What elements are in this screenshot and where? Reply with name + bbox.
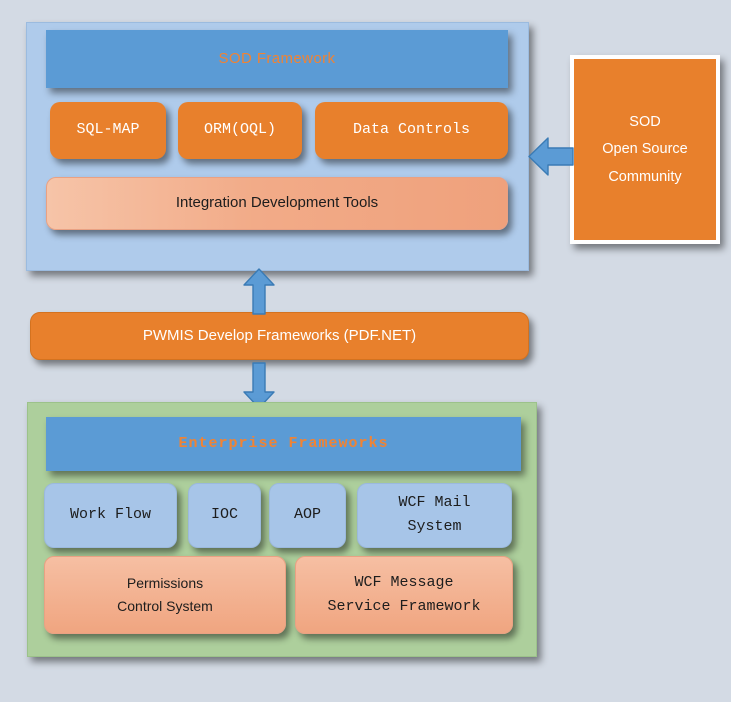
- service-wcf-message-line-2: Service Framework: [327, 597, 481, 615]
- module-ioc-label: IOC: [210, 506, 238, 524]
- community-line-1: SOD: [629, 114, 661, 131]
- arrow-down-icon: [243, 362, 275, 409]
- module-aop[interactable]: AOP: [269, 483, 346, 548]
- service-permissions-control-system[interactable]: Permissions Control System: [44, 556, 286, 634]
- sod-open-source-community[interactable]: SOD Open Source Community: [570, 55, 720, 244]
- pwmis-label: PWMIS Develop Frameworks (PDF.NET): [142, 326, 417, 344]
- arrow-up-icon: [243, 268, 275, 315]
- module-orm-oql[interactable]: ORM(OQL): [178, 102, 302, 159]
- module-wcf-mail-line-2: System: [407, 518, 462, 535]
- module-aop-label: AOP: [293, 506, 321, 524]
- module-data-controls-label: Data Controls: [352, 121, 471, 139]
- arrow-left-icon: [528, 133, 574, 180]
- service-permissions-line-1: Permissions: [126, 575, 204, 591]
- integration-development-tools[interactable]: Integration Development Tools: [46, 177, 508, 230]
- service-wcf-message-framework[interactable]: WCF Message Service Framework: [295, 556, 513, 634]
- sod-framework-header[interactable]: SOD Framework: [46, 30, 508, 88]
- module-data-controls[interactable]: Data Controls: [315, 102, 508, 159]
- service-wcf-message-line-1: WCF Message: [354, 573, 454, 591]
- module-work-flow[interactable]: Work Flow: [44, 483, 177, 548]
- module-sql-map[interactable]: SQL-MAP: [50, 102, 166, 159]
- integration-development-tools-label: Integration Development Tools: [175, 194, 379, 212]
- pwmis-develop-frameworks[interactable]: PWMIS Develop Frameworks (PDF.NET): [30, 312, 529, 360]
- community-line-2: Open Source: [602, 141, 688, 158]
- service-permissions-line-2: Control System: [117, 597, 213, 614]
- module-wcf-mail-line-1: WCF Mail: [398, 494, 471, 512]
- module-wcf-mail-system[interactable]: WCF Mail System: [357, 483, 512, 548]
- module-orm-oql-label: ORM(OQL): [203, 121, 276, 139]
- module-sql-map-label: SQL-MAP: [76, 121, 140, 139]
- module-work-flow-label: Work Flow: [69, 506, 151, 524]
- community-line-3: Community: [608, 168, 682, 185]
- enterprise-frameworks-label: Enterprise Frameworks: [178, 434, 389, 452]
- module-ioc[interactable]: IOC: [188, 483, 261, 548]
- enterprise-frameworks-header[interactable]: Enterprise Frameworks: [46, 417, 521, 471]
- sod-framework-label: SOD Framework: [218, 49, 336, 67]
